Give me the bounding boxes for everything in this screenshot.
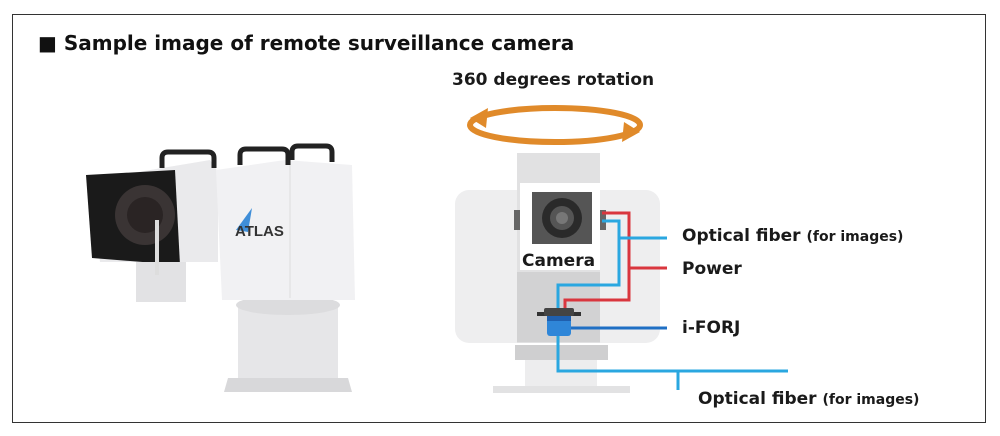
optical-fiber-label-top: Optical fiber (for images)	[682, 226, 903, 246]
iforj-label: i-FORJ	[682, 318, 741, 338]
rotation-arrow	[467, 105, 643, 145]
rotation-label: 360 degrees rotation	[452, 70, 655, 90]
fiber-line-bottom	[556, 335, 788, 373]
photo-logo: ATLAS	[235, 223, 284, 240]
power-line	[563, 211, 631, 315]
iforj-component	[537, 308, 581, 336]
camera-photo: ATLAS	[86, 143, 355, 392]
figure-frame	[12, 14, 986, 423]
photo-pan-body	[216, 160, 355, 300]
optical-fiber-bottom-main: Optical fiber	[698, 389, 817, 409]
optical-fiber-top-main: Optical fiber	[682, 226, 801, 246]
figure-title: ■ Sample image of remote surveillance ca…	[38, 31, 575, 55]
wiring	[556, 211, 788, 390]
unit-base-plate	[515, 345, 608, 360]
optical-fiber-bottom-note: (for images)	[822, 392, 920, 408]
camera-label: Camera	[522, 251, 596, 271]
fiber-line-top	[556, 219, 621, 315]
optical-fiber-top-note: (for images)	[806, 229, 904, 245]
power-label: Power	[682, 259, 742, 279]
optical-fiber-label-bottom: Optical fiber (for images)	[698, 389, 919, 409]
photo-pedestal	[238, 305, 338, 385]
